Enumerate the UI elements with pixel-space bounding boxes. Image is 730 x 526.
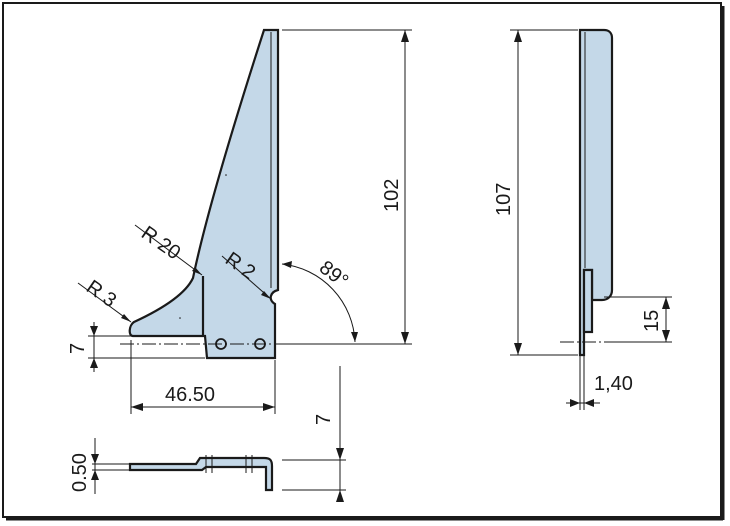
dim-arrow-15-bottom [662,330,670,342]
r2-leader [221,255,272,300]
dim-arrow-thk-right [584,399,594,407]
bottom-view [128,455,346,492]
label-r3: R 3 [82,276,120,312]
dimension-base-length: 46.50 [130,340,276,414]
dimension-base-height: 7 [67,322,205,372]
dim-arrow-right [263,403,275,411]
label-102: 102 [381,179,403,212]
drawing-frame [2,2,722,518]
dim-arrow-107-top [514,30,522,42]
dim-arrow-bottom [401,332,409,344]
angle-arrow-bottom [351,332,358,342]
speckle-mark [179,317,181,319]
r20-arrow [192,267,202,275]
label-7-flange: 7 [313,414,335,425]
label-107: 107 [493,183,515,216]
dim-arrow-thk-left [570,399,580,407]
dimension-flange-height: 7 [313,366,344,502]
dim-arrow-thk-bottom [91,470,99,480]
r3-arrow [121,314,131,322]
label-46-50: 46.50 [165,384,215,406]
angle-arc [281,263,356,343]
label-r20: R 20 [137,222,184,264]
dim-arrow-left [131,403,143,411]
dim-arrow-15-top [662,297,670,309]
label-angle: 89° [315,257,352,293]
dim-arrow-7-top [90,326,98,336]
side-view-tab [582,268,594,334]
bottom-view-profile [128,456,274,492]
speckle-mark [225,174,227,176]
dim-arrow-top [401,30,409,42]
label-1-40: 1,40 [594,373,633,395]
label-7-front: 7 [67,343,89,354]
angle-arrow-top [282,261,292,268]
label-15: 15 [641,310,663,332]
front-view-bracket [128,28,280,360]
dimension-thickness: 0.50 [69,438,132,494]
dim-arrow-thk-top [91,454,99,464]
r3-leader [77,282,132,323]
dimension-material-thickness: 1,40 [566,355,633,410]
front-view [120,28,300,360]
dim-arrow-flange-top [336,448,344,460]
r2-arrow [261,291,271,299]
dimension-height-front: 102 [282,29,412,345]
angle-annotation: 89° [281,257,358,343]
dimension-bottom-offset: 15 [604,296,672,343]
r20-leader [134,224,203,276]
label-0-50: 0.50 [69,453,91,492]
dim-arrow-flange-bottom [336,490,344,502]
side-view [560,28,614,357]
dim-arrow-7-bottom [90,358,98,368]
dim-arrow-107-bottom [514,343,522,355]
dimension-height-side: 107 [493,29,578,356]
